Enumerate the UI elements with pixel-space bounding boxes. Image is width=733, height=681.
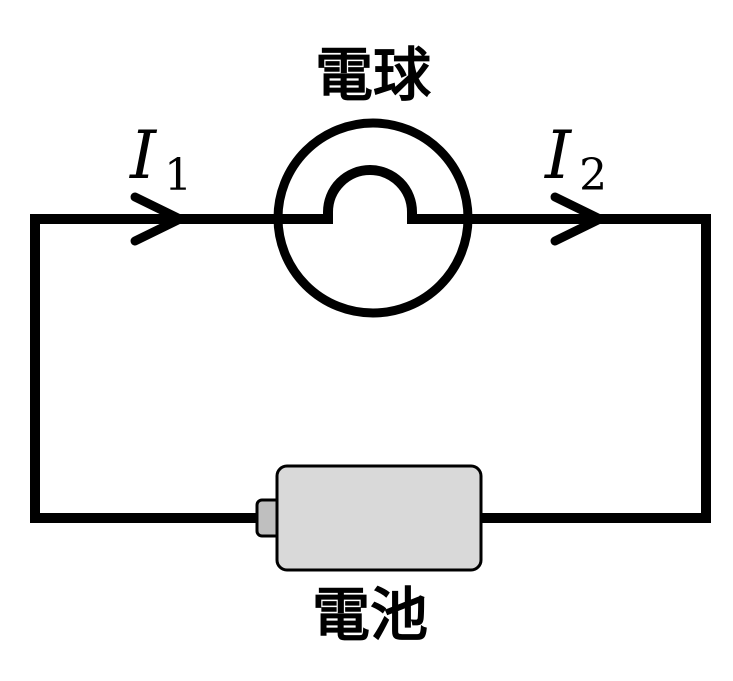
arrow-right-icon [550,192,605,246]
current-arrow-1 [130,192,185,246]
bulb-filament [277,165,470,224]
battery-label: 電池 [312,581,428,649]
current-symbol-2: I [544,117,573,194]
bulb-label: 電球 [315,41,432,109]
arrow-right-icon [130,192,185,246]
battery-icon [255,464,483,572]
current-symbol-1: I [129,117,158,194]
current-subscript-2: 2 [579,150,607,201]
circuit-wires [30,165,711,523]
current-subscript-1: 1 [164,150,192,201]
right-top-wire [470,214,711,523]
bulb-glass [273,118,473,318]
left-top-wire [30,214,277,523]
battery-body [275,464,483,572]
light-bulb-icon [273,118,473,318]
current-arrow-2 [550,192,605,246]
